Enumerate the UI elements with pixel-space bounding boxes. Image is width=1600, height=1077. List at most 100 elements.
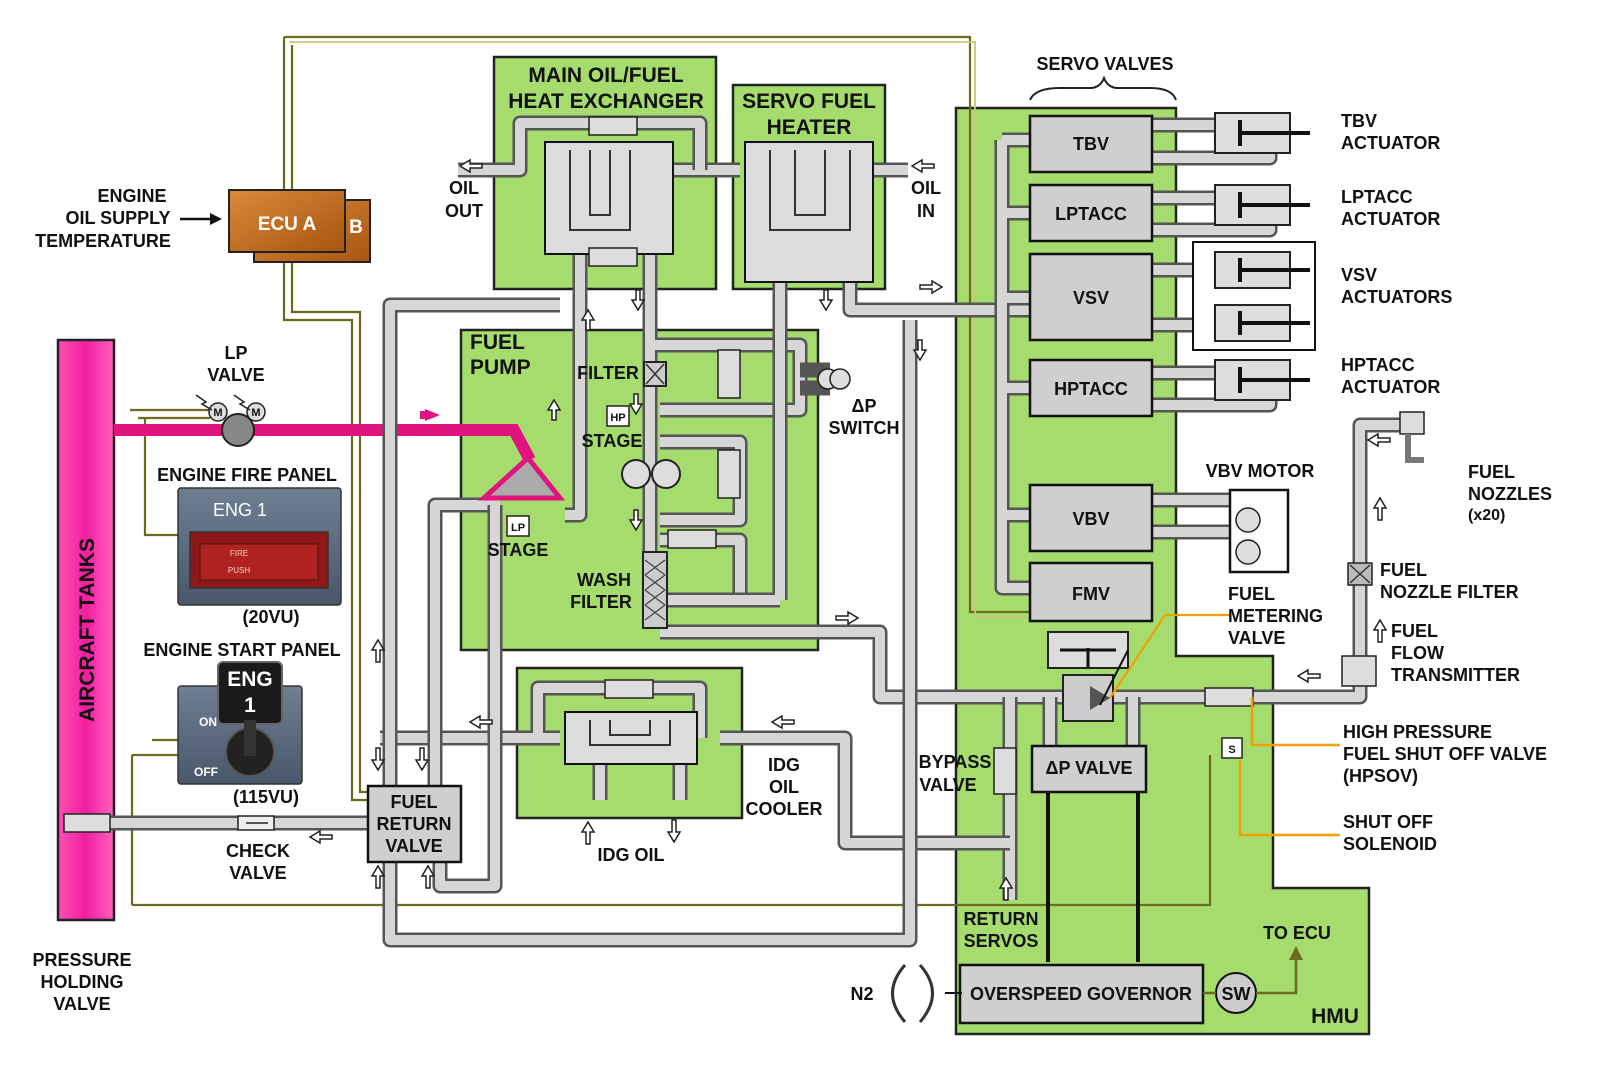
- metering-wire: [1109, 613, 1230, 699]
- lptacc-actuator-1: LPTACC: [1341, 187, 1413, 207]
- flow-tx-1: FUEL: [1391, 621, 1438, 641]
- push-text: PUSH: [228, 566, 250, 575]
- engine-oil-2: OIL SUPPLY: [65, 208, 170, 228]
- dp-valve-box: [1030, 744, 1148, 794]
- wash-filter-1: WASH: [577, 570, 631, 590]
- engine-oil-1: ENGINE: [97, 186, 166, 206]
- svg-text:LP: LP: [511, 522, 525, 534]
- pressure-holding-3: VALVE: [53, 994, 110, 1014]
- wash-filter-2: FILTER: [570, 592, 632, 612]
- svg-text:M: M: [213, 407, 222, 419]
- vbv-label: VBV: [1072, 509, 1109, 529]
- vu115-label: (115VU): [233, 787, 299, 807]
- vsv-actuators-1: VSV: [1341, 265, 1377, 285]
- nozzle-filter-1: FUEL: [1380, 560, 1427, 580]
- hpsov-wiring: [1238, 697, 1340, 837]
- dp-switch-2: SWITCH: [829, 418, 900, 438]
- tbv-actuator-1: TBV: [1341, 111, 1377, 131]
- hp-stage-label: STAGE: [582, 431, 643, 451]
- fuel-return-3: VALVE: [385, 836, 442, 856]
- ecu-unit: ECU A B: [228, 189, 371, 263]
- engine-start-panel: [177, 661, 303, 785]
- on-label: ON: [199, 715, 217, 729]
- eng-start-line1: ENG: [227, 668, 273, 691]
- fuel-pump-1: FUEL: [470, 331, 525, 354]
- ecu-a-label: ECU A: [258, 214, 317, 235]
- hpsov-1: HIGH PRESSURE: [1343, 722, 1492, 742]
- ecu-b-label: B: [349, 217, 363, 238]
- idg-cooler-3: COOLER: [745, 799, 822, 819]
- hptacc-label: HPTACC: [1054, 379, 1128, 399]
- lp-stage-label: STAGE: [488, 540, 549, 560]
- servo-valves-brace: [1029, 75, 1177, 101]
- engine-fire-panel: [177, 487, 342, 606]
- hmu-label: HMU: [1311, 1005, 1359, 1028]
- overspeed-governor-label: OVERSPEED GOVERNOR: [970, 984, 1192, 1004]
- main-hx-label-1: MAIN OIL/FUEL: [528, 64, 683, 87]
- engine-start-panel-label: ENGINE START PANEL: [143, 640, 340, 660]
- return-servos-1: RETURN: [964, 909, 1039, 929]
- engine-oil-3: TEMPERATURE: [35, 231, 171, 251]
- oil-temp-arrowhead: [210, 213, 222, 225]
- fuel-flow-arrow-pink: [425, 409, 440, 421]
- n2-rotation: [891, 964, 934, 1023]
- hpsov-3: (HPSOV): [1343, 766, 1418, 786]
- check-valve-2: VALVE: [229, 863, 286, 883]
- fuel-pump-2: PUMP: [470, 356, 531, 379]
- to-ecu-label: TO ECU: [1263, 923, 1331, 943]
- text-labels: MAIN OIL/FUEL HEAT EXCHANGER SERVO FUEL …: [32, 54, 1552, 1028]
- solenoid-badge: [1221, 737, 1243, 759]
- idg-oil-label: IDG OIL: [598, 845, 665, 865]
- flow-arrows: [308, 158, 1391, 901]
- lp-valve-2: VALVE: [207, 365, 264, 385]
- fuel-return-2: RETURN: [377, 814, 452, 834]
- lptacc-actuator-2: ACTUATOR: [1341, 209, 1440, 229]
- check-valve-1: CHECK: [226, 841, 290, 861]
- vu20-label: (20VU): [242, 607, 299, 627]
- fuel-metering-1: FUEL: [1228, 584, 1275, 604]
- return-servos-2: SERVOS: [964, 931, 1039, 951]
- lp-centrifugal-impeller: [477, 454, 566, 501]
- idg-cooler-1: IDG: [768, 755, 800, 775]
- oil-in-2: IN: [917, 201, 935, 221]
- servo-heater-label-1: SERVO FUEL: [742, 90, 876, 113]
- wash-filter-element: [642, 551, 668, 629]
- fuel-nozzles-1: FUEL: [1468, 462, 1515, 482]
- lp-valve: M M: [195, 394, 266, 447]
- lp-valve-1: LP: [224, 343, 247, 363]
- dp-valve-label: ΔP VALVE: [1046, 758, 1133, 778]
- eng-start-line2: 1: [244, 694, 256, 717]
- check-valves: [63, 116, 1254, 833]
- oil-out-2: OUT: [445, 201, 483, 221]
- off-label: OFF: [194, 765, 218, 779]
- pressure-holding-2: HOLDING: [41, 972, 124, 992]
- vbv-motor-label: VBV MOTOR: [1206, 461, 1315, 481]
- hptacc-actuator-1: HPTACC: [1341, 355, 1415, 375]
- engine-fire-panel-label: ENGINE FIRE PANEL: [157, 465, 337, 485]
- svg-text:M: M: [251, 407, 260, 419]
- idg-cooler-2: OIL: [769, 777, 799, 797]
- sw-label: SW: [1222, 984, 1251, 1004]
- servo-valves-label: SERVO VALVES: [1036, 54, 1173, 74]
- fuel-metering-2: METERING: [1228, 606, 1323, 626]
- main-hx-label-2: HEAT EXCHANGER: [508, 90, 704, 113]
- tbv-label: TBV: [1073, 134, 1109, 154]
- servo-heater-label-2: HEATER: [767, 116, 852, 139]
- dp-switch-1: ΔP: [852, 396, 877, 416]
- n2-label: N2: [850, 984, 873, 1004]
- hpsov-2: FUEL SHUT OFF VALVE: [1343, 744, 1547, 764]
- fuel-nozzles-3: (x20): [1468, 507, 1505, 524]
- shutoff-solenoid-2: SOLENOID: [1343, 834, 1437, 854]
- aircraft-tanks-label: AIRCRAFT TANKS: [76, 538, 99, 722]
- hp-gear-pump: [621, 459, 681, 489]
- fuel-nozzle: [1399, 411, 1425, 435]
- lp-badge: [506, 515, 530, 537]
- fuel-nozzles-2: NOZZLES: [1468, 484, 1552, 504]
- vsv-actuators-2: ACTUATORS: [1341, 287, 1452, 307]
- fuel-metering-3: VALVE: [1228, 628, 1285, 648]
- fire-push-text: FIRE: [230, 549, 248, 558]
- svg-text:S: S: [1228, 744, 1235, 756]
- oil-in-1: OIL: [911, 178, 941, 198]
- hp-badge: [606, 405, 630, 427]
